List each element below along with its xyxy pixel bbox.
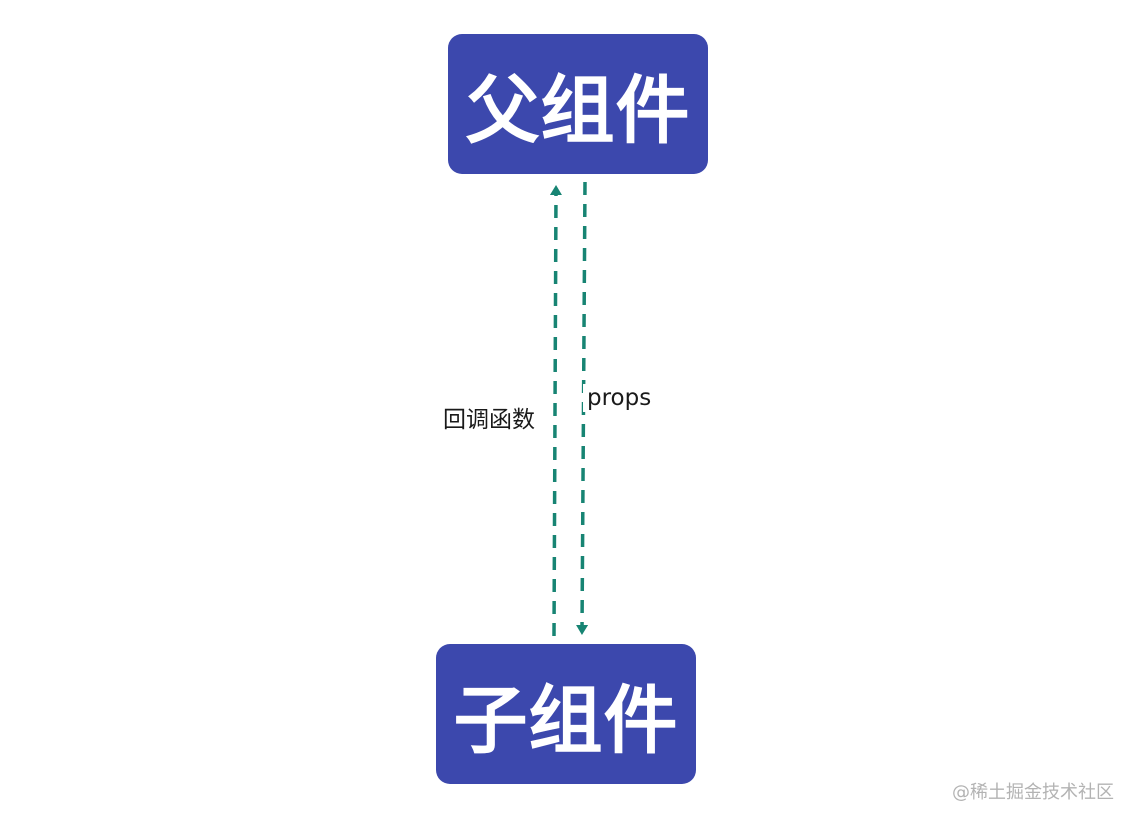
props-label: props [583, 384, 652, 412]
child-component-label: 子组件 [453, 677, 679, 764]
parent-component-label: 父组件 [465, 67, 691, 154]
watermark: @稀土掘金技术社区 [952, 782, 1114, 803]
parent-component-node: 父组件 [448, 34, 708, 174]
callback-label: 回调函数 [443, 406, 539, 434]
callback-arrow [549, 185, 562, 637]
child-component-node: 子组件 [436, 644, 696, 784]
